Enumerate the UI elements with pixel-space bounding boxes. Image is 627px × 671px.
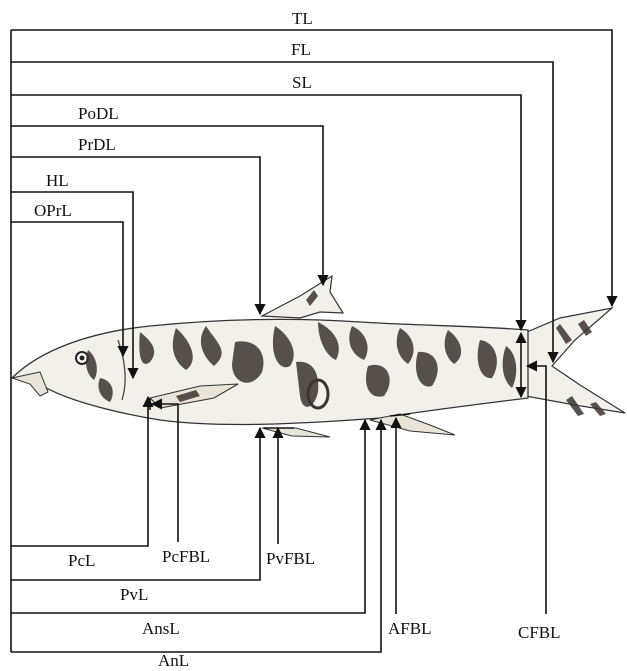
label-sl: SL <box>292 73 312 92</box>
label-tl: TL <box>292 9 313 28</box>
pelvic-fin <box>262 428 330 437</box>
label-cfbl: CFBL <box>518 623 561 642</box>
sl-line <box>11 95 521 330</box>
label-prdl: PrDL <box>78 135 116 154</box>
tl-line <box>11 30 612 306</box>
label-ansl: AnsL <box>142 619 180 638</box>
dorsal-fin <box>262 276 343 318</box>
label-pcl: PcL <box>68 551 95 570</box>
pcl-line <box>11 397 148 546</box>
pcfbl-line <box>152 404 178 542</box>
pvl-line <box>11 428 260 580</box>
label-fl: FL <box>291 40 311 59</box>
label-pcfbl: PcFBL <box>162 547 210 566</box>
anl-line <box>11 420 381 652</box>
label-podl: PoDL <box>78 104 119 123</box>
cfbl-line <box>527 366 546 614</box>
label-pvl: PvL <box>120 585 148 604</box>
label-anl: AnL <box>158 651 189 670</box>
fish-illustration <box>12 276 625 437</box>
label-pvfbl: PvFBL <box>266 549 315 568</box>
label-oprl: OPrL <box>34 201 72 220</box>
label-hl: HL <box>46 171 69 190</box>
ansl-line <box>11 420 365 613</box>
anal-fin <box>370 414 455 435</box>
label-afbl: AFBL <box>388 619 431 638</box>
